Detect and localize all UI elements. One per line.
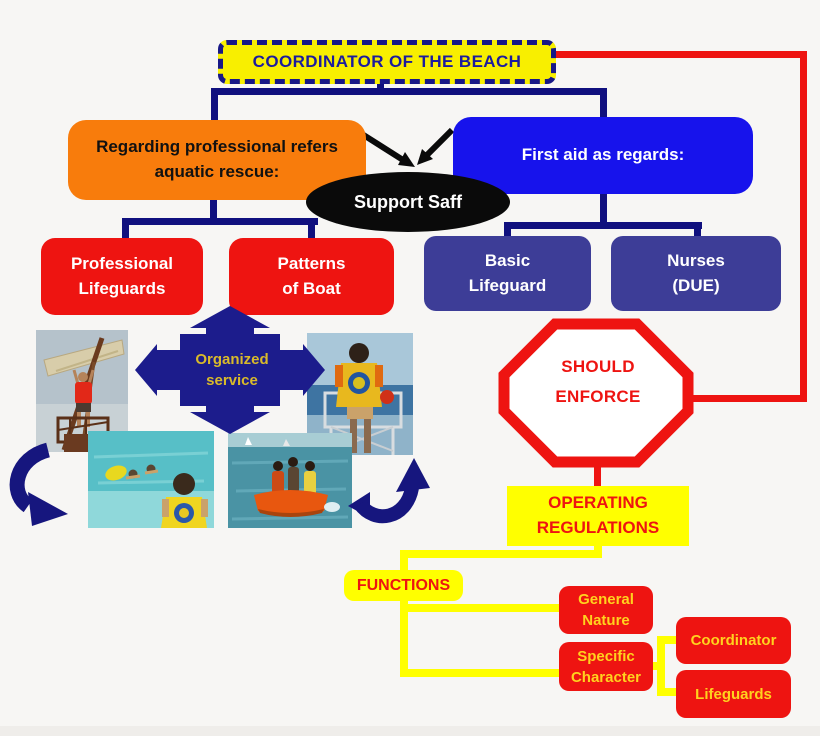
basic-lifeguard-line1: Basic <box>484 250 531 270</box>
connector-red-right <box>800 51 807 402</box>
general-nature-line1: General <box>578 591 634 608</box>
curved-arrow-left-icon <box>9 442 68 526</box>
node-should-enforce: SHOULD ENFORCE <box>512 352 684 412</box>
connector-octagon-down <box>594 458 601 490</box>
node-operating-regulations: OPERATING REGULATIONS <box>507 486 689 546</box>
professional-lifeguards-line2: Lifeguards <box>78 278 166 298</box>
node-aquatic-rescue: Regarding professional refers aquatic re… <box>68 120 366 200</box>
node-coordinator-role: Coordinator <box>676 617 791 664</box>
connector-to-patterns <box>308 218 315 240</box>
node-functions: FUNCTIONS <box>344 570 463 601</box>
connector-to-coordinator-role <box>657 636 679 644</box>
organized-service-line2: service <box>206 372 258 389</box>
organized-service-line1: Organized <box>195 351 269 368</box>
connector-to-nurses <box>694 222 701 240</box>
connector-blue-down <box>600 192 607 224</box>
connector-to-functions <box>400 550 408 572</box>
patterns-of-boat-line2: of Boat <box>282 278 341 298</box>
connector-red-top <box>546 51 804 58</box>
general-nature-line2: Nature <box>582 612 630 629</box>
connector-to-lifeguards-role <box>657 688 679 696</box>
patterns-of-boat-line1: Patterns <box>277 253 346 273</box>
aquatic-rescue-line1: Regarding professional refers <box>96 137 338 157</box>
operating-regulations-line1: OPERATING <box>548 493 648 513</box>
coordinator-label: COORDINATOR OF THE BEACH <box>252 51 522 71</box>
connector-right-horizontal <box>504 222 702 229</box>
coordinator-role-label: Coordinator <box>690 632 777 649</box>
node-professional-lifeguards: Professional Lifeguards <box>41 238 203 315</box>
connector-opreg-horizontal <box>400 550 602 558</box>
specific-character-line2: Character <box>570 668 642 686</box>
node-first-aid: First aid as regards: <box>453 117 753 194</box>
support-staff-label: Support Saff <box>354 191 462 212</box>
arrows-to-support-staff <box>360 127 455 167</box>
professional-lifeguards-line1: Professional <box>70 253 174 273</box>
node-nurses-due: Nurses (DUE) <box>611 236 781 311</box>
connector-left-horizontal <box>122 218 318 225</box>
aquatic-rescue-line2: aquatic rescue: <box>154 162 280 181</box>
curved-arrow-right-icon <box>348 458 430 524</box>
node-general-nature: General Nature <box>559 586 653 634</box>
node-basic-lifeguard: Basic Lifeguard <box>424 236 591 311</box>
node-coordinator-of-the-beach: COORDINATOR OF THE BEACH <box>218 40 556 84</box>
connector-to-prof-lifeguards <box>122 218 129 240</box>
operating-regulations-line2: REGULATIONS <box>536 518 660 537</box>
connector-to-general-nature <box>400 604 562 612</box>
node-lifeguards-role: Lifeguards <box>676 670 791 718</box>
lifeguards-role-label: Lifeguards <box>695 685 772 703</box>
should-enforce-octagon <box>498 318 694 468</box>
should-enforce-line2: ENFORCE <box>555 386 641 406</box>
node-organized-service: Organized service <box>168 348 296 392</box>
connector-functions-down <box>400 599 408 677</box>
connector-top-horizontal <box>211 88 607 95</box>
connector-roles-vertical <box>657 636 665 696</box>
specific-character-line1: Specific <box>577 647 635 665</box>
connector-red-to-octagon <box>688 395 807 402</box>
connector-to-basic <box>504 222 511 240</box>
node-patterns-of-boat: Patterns of Boat <box>229 238 394 315</box>
nurses-line2: (DUE) <box>672 275 720 295</box>
first-aid-label: First aid as regards: <box>521 145 685 165</box>
bottom-strip <box>0 726 820 736</box>
connector-to-orange <box>211 88 218 122</box>
functions-label: FUNCTIONS <box>356 576 451 594</box>
rescue-boat-photo <box>228 433 352 528</box>
connector-to-blue <box>600 88 607 120</box>
nurses-line1: Nurses <box>667 250 725 270</box>
node-support-staff: Support Saff <box>306 172 510 232</box>
connector-orange-down <box>210 198 217 224</box>
lifeguard-watchtower-photo <box>36 330 128 452</box>
node-specific-character: Specific Character <box>559 642 653 691</box>
basic-lifeguard-line2: Lifeguard <box>468 275 547 295</box>
organized-service-cross-icon <box>135 306 325 434</box>
connector-to-specific-character <box>400 669 562 677</box>
should-enforce-line1: SHOULD <box>561 357 635 376</box>
swimmers-rescue-photo <box>88 431 214 528</box>
